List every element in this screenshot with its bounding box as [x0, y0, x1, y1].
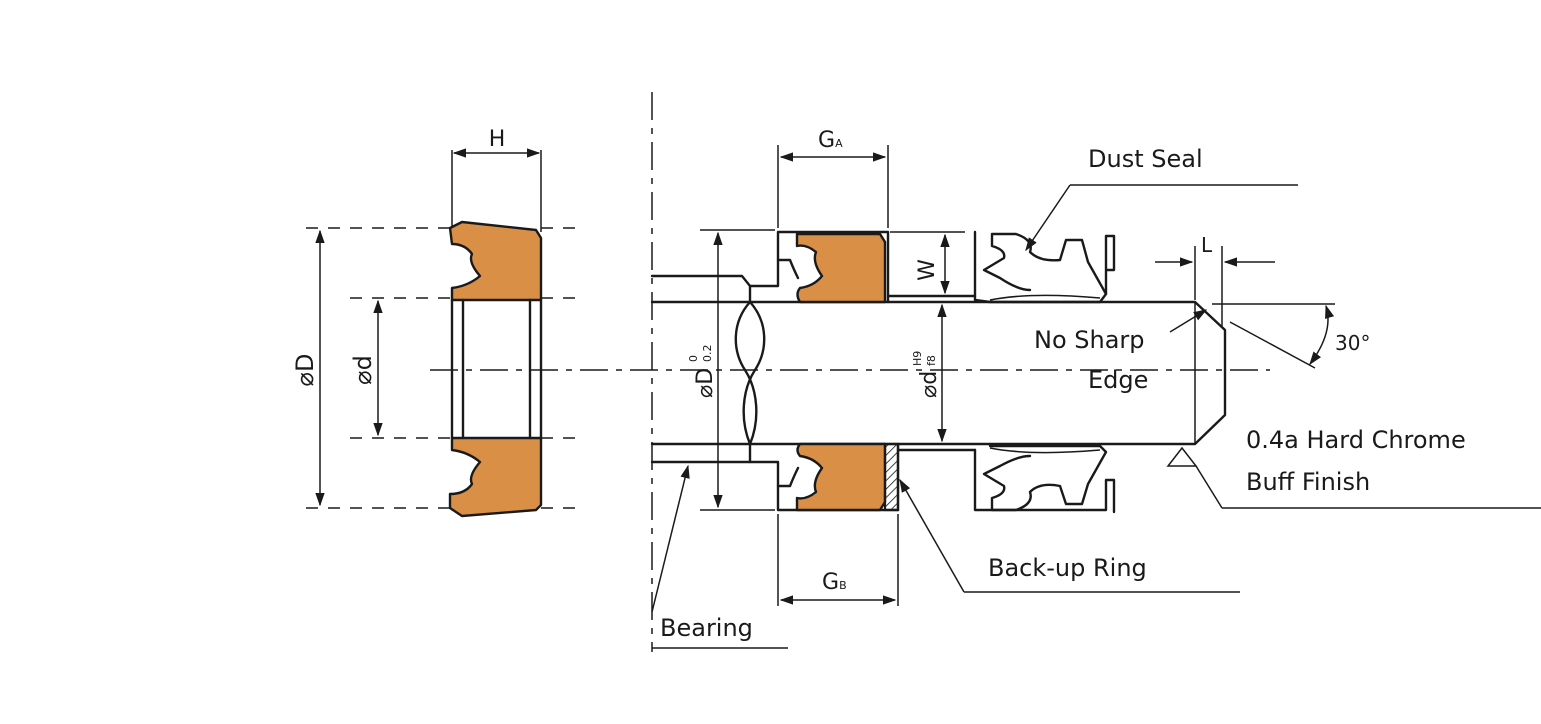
dust-seal-leader: [1025, 184, 1071, 252]
dust-seal-callout: Dust Seal: [1088, 145, 1203, 173]
no-sharp-edge-callout-line1: No Sharp: [1034, 326, 1145, 354]
angle-label: 30°: [1335, 331, 1370, 355]
extension-lines: [306, 150, 585, 509]
installed-seal-top: [795, 232, 887, 304]
seal-section-view: [448, 220, 543, 518]
angle-arc: [1309, 304, 1335, 366]
rod: [734, 300, 1227, 446]
gb-label: GB: [822, 570, 847, 595]
dust-seal-bottom: [973, 444, 1116, 514]
seal-bottom-profile: [448, 436, 543, 518]
h-label: H: [489, 127, 506, 152]
ga-label: GA: [818, 128, 843, 153]
backup-ring-callout: Back-up Ring: [988, 554, 1147, 582]
seal-top-profile: [448, 220, 543, 302]
surface-finish-line1: 0.4a Hard Chrome: [1246, 426, 1466, 454]
od-label: ⌀D: [291, 354, 319, 387]
bearing-callout: Bearing: [660, 614, 753, 642]
rod-dia-label: ⌀d: [917, 371, 942, 398]
surface-finish-line2: Buff Finish: [1246, 468, 1370, 496]
no-sharp-edge-leader: [1169, 309, 1208, 333]
housing-dia-tol-lower: 0.2: [701, 345, 714, 363]
installed-seal-bottom: [795, 442, 887, 512]
backup-ring: [883, 442, 900, 512]
no-sharp-edge-callout-line2: Edge: [1088, 366, 1148, 394]
housing-dia-tol-upper: 0: [687, 355, 700, 362]
housing-dia-label: ⌀D: [693, 368, 718, 398]
rod-dia-tol-upper: H9: [911, 351, 924, 366]
w-label: W: [915, 259, 940, 281]
dust-seal-top: [973, 230, 1116, 304]
rod-dia-tol-lower: f8: [925, 355, 938, 366]
l-label: L: [1201, 233, 1213, 257]
backup-ring-leader: [899, 478, 965, 593]
surface-finish-symbol: [1166, 446, 1198, 467]
bearing-leader: [651, 464, 690, 613]
id-label: ⌀d: [349, 355, 377, 385]
